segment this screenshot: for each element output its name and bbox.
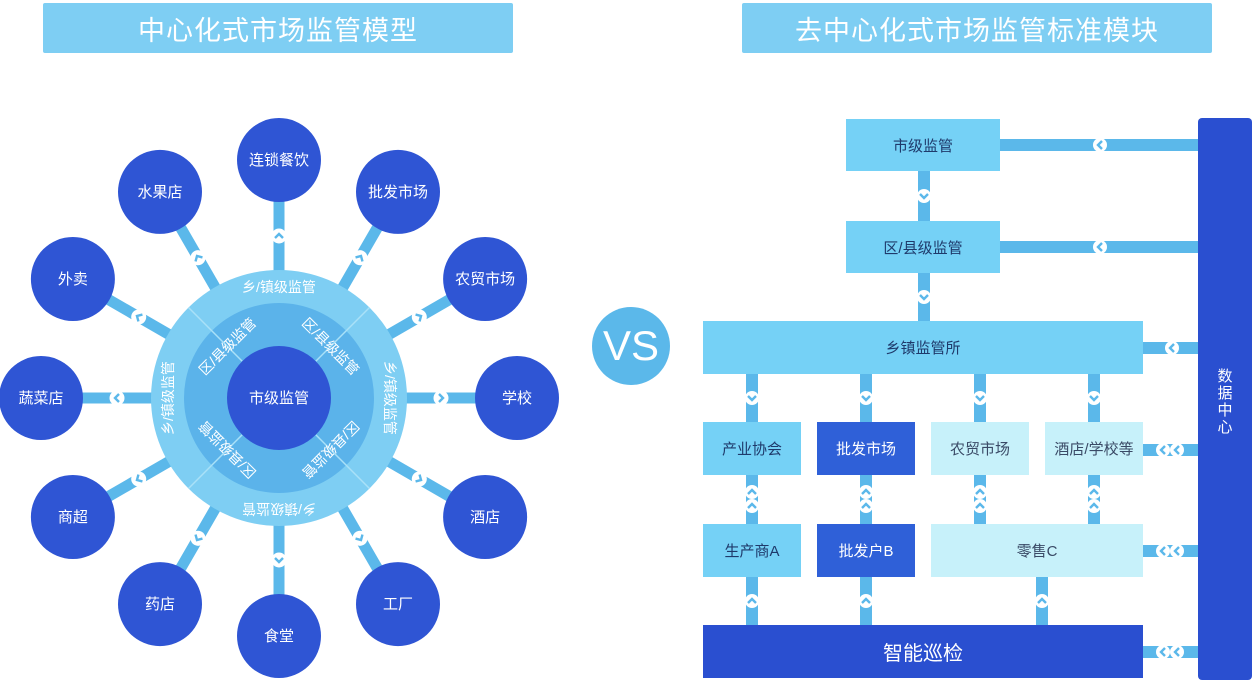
chevron-icon (745, 594, 759, 608)
vs-badge: VS (592, 307, 670, 385)
chevron-icon (352, 530, 368, 546)
chevron-icon (1035, 594, 1049, 608)
petal-label: 工厂 (383, 596, 413, 613)
petal-label: 药店 (145, 596, 175, 613)
retail-c-box: 零售C (931, 524, 1143, 577)
petal-label: 水果店 (137, 184, 182, 201)
petal-node (443, 237, 528, 321)
ring-label: 乡/镇级监管 (242, 279, 316, 295)
data-center-bar (1198, 118, 1252, 680)
ring-label: 乡/镇级监管 (242, 501, 316, 517)
petal-label: 酒店 (470, 509, 500, 526)
district-supervision-box: 区/县级监管 (846, 221, 1000, 273)
chevron-icon (859, 594, 873, 608)
chevron-icon (1156, 544, 1184, 558)
producer-a-box: 生产商A (703, 524, 801, 577)
ring-label: 乡/镇级监管 (160, 361, 176, 435)
data-center-label: 数据中心 (1217, 368, 1233, 436)
chevron-icon (131, 309, 147, 325)
farmers-market-box: 农贸市场 (931, 422, 1029, 475)
chevron-icon (433, 390, 449, 406)
petal-label: 商超 (58, 509, 88, 526)
chevron-icon (917, 290, 931, 304)
chevron-icon (1093, 138, 1107, 152)
ring-divider (315, 434, 371, 490)
wholesaler-b-box: 批发户B (817, 524, 915, 577)
centralized-model-diagram: 市级监管 区/县级监管区/县级监管区/县级监管区/县级监管乡/镇级监管乡/镇级监… (0, 118, 559, 678)
city-supervision-box: 市级监管 (846, 119, 1000, 171)
right-title-banner: 去中心化式市场监管标准模块 (742, 3, 1212, 53)
left-title-banner: 中心化式市场监管模型 (43, 3, 513, 53)
petal-label: 批发市场 (368, 184, 428, 201)
petal-node (237, 118, 321, 202)
petal-node (356, 149, 440, 234)
chevron-icon (1087, 391, 1101, 405)
chevron-icon (411, 309, 427, 325)
chevron-icon (917, 189, 931, 203)
chevron-icon (131, 471, 147, 487)
chevron-icon (271, 552, 287, 568)
chevron-icon (973, 391, 987, 405)
petal-node (0, 356, 83, 440)
chevron-icon (745, 485, 759, 513)
petal-label: 连锁餐饮 (249, 152, 309, 169)
petal-node (356, 562, 440, 647)
petal-node (30, 237, 115, 321)
chevron-icon (271, 228, 287, 244)
chevron-icon (1156, 443, 1184, 457)
chevron-icon (1093, 240, 1107, 254)
town-supervision-box: 乡镇监管所 (703, 321, 1143, 374)
chevron-icon (745, 391, 759, 405)
petal-label: 学校 (502, 390, 532, 407)
petal-label: 蔬菜店 (18, 390, 63, 407)
chevron-icon (859, 485, 873, 513)
chevron-icon (190, 250, 206, 266)
chevron-icon (109, 390, 125, 406)
ring-divider (187, 306, 243, 362)
petal-node (118, 562, 202, 647)
petal-node (237, 594, 321, 678)
petal-node (118, 149, 202, 234)
petal-node (30, 475, 115, 559)
chevron-icon (352, 250, 368, 266)
ring-divider (187, 434, 243, 490)
hotel-school-box: 酒店/学校等 (1045, 422, 1143, 475)
wholesale-market-box: 批发市场 (817, 422, 915, 475)
petal-label: 外卖 (58, 271, 88, 288)
petal-label: 农贸市场 (455, 271, 515, 288)
chevron-icon (1156, 645, 1184, 659)
industry-association-box: 产业协会 (703, 422, 801, 475)
center-label: 市级监管 (249, 390, 309, 407)
petal-label: 食堂 (264, 628, 294, 645)
chevron-icon (190, 530, 206, 546)
smart-inspection-box: 智能巡检 (703, 625, 1143, 678)
chevron-icon (973, 485, 987, 513)
chevron-icon (1165, 341, 1179, 355)
ring-label: 乡/镇级监管 (382, 361, 398, 435)
petal-node (443, 475, 528, 559)
ring-divider (315, 306, 371, 362)
petal-node (475, 356, 559, 440)
center-circle (227, 346, 331, 450)
chevron-icon (411, 471, 427, 487)
chevron-icon (1087, 485, 1101, 513)
chevron-icon (859, 391, 873, 405)
